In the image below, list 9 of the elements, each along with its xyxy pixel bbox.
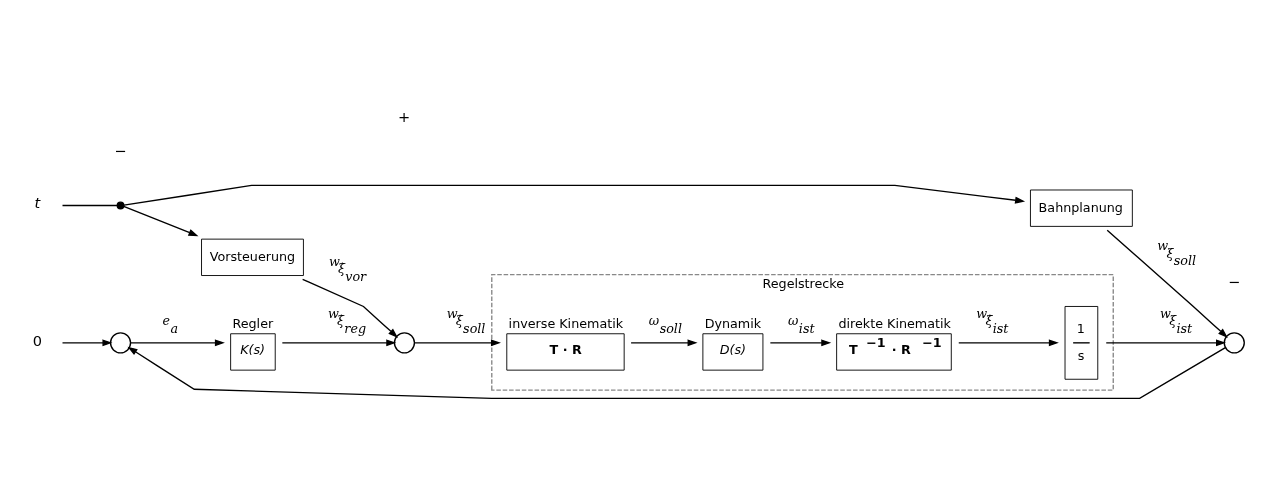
node-label: Regler bbox=[232, 315, 274, 331]
node-text: 0 bbox=[32, 331, 42, 349]
node-label: Dynamik bbox=[704, 315, 762, 331]
label: − bbox=[114, 141, 127, 159]
node-text: t bbox=[34, 193, 41, 211]
node-label: inverse Kinematik bbox=[508, 315, 624, 331]
node-label: direkte Kinematik bbox=[838, 315, 951, 331]
label: − bbox=[1227, 272, 1241, 290]
label: + bbox=[398, 107, 411, 125]
